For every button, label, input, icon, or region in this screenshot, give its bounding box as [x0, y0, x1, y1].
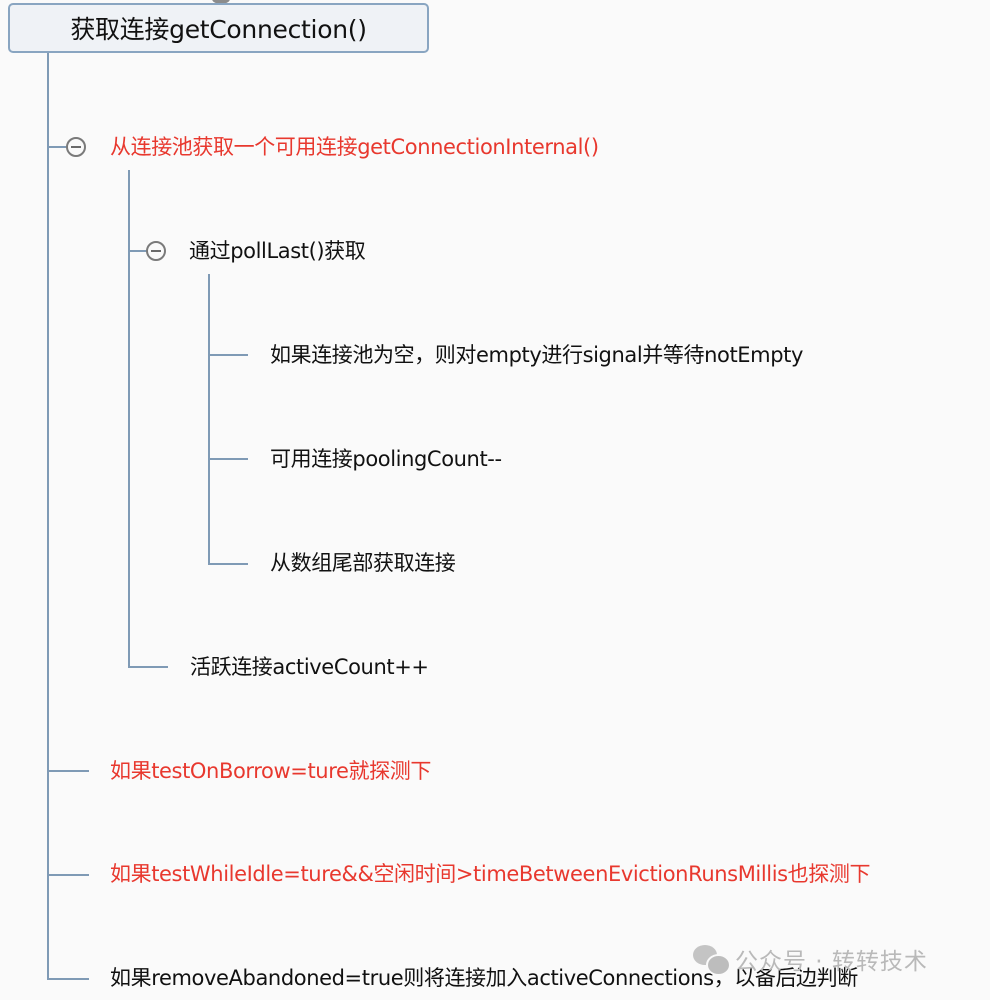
node-active-count[interactable]: 活跃连接activeCount++: [190, 655, 429, 679]
branch-connector: [208, 354, 248, 356]
node-remove-abandoned[interactable]: 如果removeAbandoned=true则将连接加入activeConnec…: [110, 966, 858, 990]
node-pooling-count[interactable]: 可用连接poolingCount--: [270, 447, 502, 471]
node-get-connection-internal[interactable]: 从连接池获取一个可用连接getConnectionInternal(): [110, 135, 599, 159]
node-test-on-borrow[interactable]: 如果testOnBorrow=ture就探测下: [110, 759, 431, 783]
branch-connector: [47, 770, 89, 772]
subtree-connector: [128, 170, 130, 668]
trunk-connector: [47, 53, 49, 979]
branch-connector: [208, 563, 248, 565]
node-array-tail[interactable]: 从数组尾部获取连接: [270, 551, 456, 575]
branch-connector: [128, 250, 147, 252]
collapse-toggle-icon[interactable]: [66, 137, 86, 157]
parent-connector-dot: [212, 0, 230, 4]
branch-connector: [47, 874, 89, 876]
branch-connector: [208, 458, 248, 460]
branch-connector: [47, 146, 67, 148]
node-test-while-idle[interactable]: 如果testWhileIdle=ture&&空闲时间>timeBetweenEv…: [110, 862, 871, 886]
node-poll-last[interactable]: 通过pollLast()获取: [189, 239, 366, 263]
node-empty-signal[interactable]: 如果连接池为空，则对empty进行signal并等待notEmpty: [270, 343, 803, 367]
root-node[interactable]: 获取连接getConnection(): [8, 3, 429, 53]
wechat-icon: [693, 945, 731, 976]
collapse-toggle-icon[interactable]: [146, 241, 166, 261]
branch-connector: [47, 978, 89, 980]
subtree-connector: [208, 274, 210, 565]
branch-connector: [128, 666, 168, 668]
root-node-label: 获取连接getConnection(): [70, 15, 367, 44]
watermark: 公众号 · 转转技术: [693, 942, 928, 976]
watermark-text: 公众号 · 转转技术: [735, 949, 928, 975]
